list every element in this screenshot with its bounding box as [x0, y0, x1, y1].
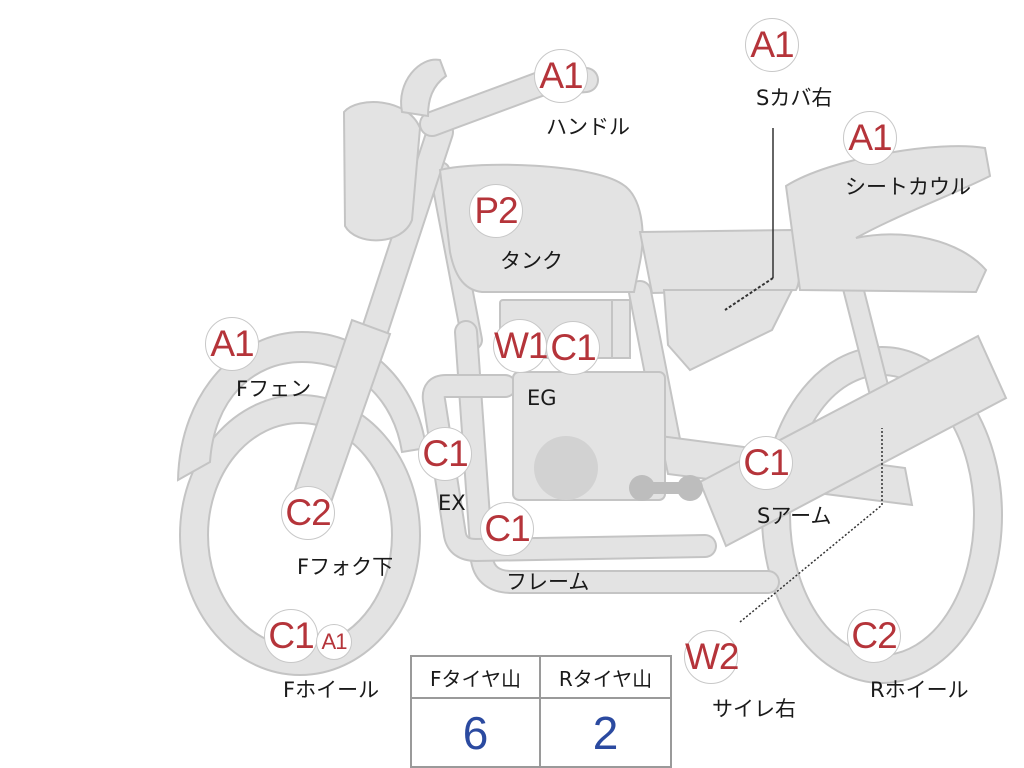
- silencer-right-label: サイレ右: [712, 697, 796, 721]
- front-wheel-grade-badge-1: C1: [264, 609, 318, 663]
- rear-wheel-shape: [760, 346, 1004, 684]
- handle-grade-badge: A1: [534, 49, 588, 103]
- side-cover-right-label: Sカバ右: [756, 86, 833, 110]
- mirror-shape: [400, 58, 448, 118]
- seat-shape: [638, 228, 802, 295]
- tire-tread-table: Fタイヤ山 Rタイヤ山 6 2: [410, 655, 672, 768]
- front-tire-value: 6: [412, 699, 541, 766]
- exhaust-grade-badge: C1: [418, 427, 472, 481]
- front-fender-label: Fフェン: [236, 377, 312, 401]
- silencer-pointer-line: [739, 428, 883, 623]
- engine-grade-badge-1: W1: [493, 319, 549, 373]
- seat-cowl-label: シートカウル: [845, 175, 971, 199]
- tank-grade-badge: P2: [469, 184, 523, 238]
- footpeg-shape: [629, 475, 703, 501]
- frame-label: フレーム: [506, 570, 590, 594]
- seat-cowl-shape: [784, 145, 992, 294]
- rear-tire-value: 2: [592, 706, 619, 759]
- headlight-shape: [342, 101, 422, 242]
- side-cover-shape: [662, 289, 794, 372]
- handle-label: ハンドル: [546, 115, 630, 139]
- frame-grade-badge: C1: [480, 502, 534, 556]
- front-tire-header: Fタイヤ山: [412, 657, 541, 699]
- silencer-right-grade-badge: W2: [684, 630, 740, 684]
- muffler-shape: [698, 334, 1008, 548]
- side-cover-right-grade-badge: A1: [745, 18, 799, 72]
- seat-cowl-grade-badge: A1: [843, 111, 897, 165]
- rear-wheel-label: Rホイール: [870, 678, 969, 702]
- front-wheel-shape: [178, 394, 422, 676]
- front-wheel-grade-badge-2: A1: [316, 624, 352, 660]
- front-wheel-label: Fホイール: [283, 678, 380, 702]
- front-fork-shape: [284, 118, 454, 530]
- engine-grade-badge-2: C1: [546, 321, 600, 375]
- engine-label: EG: [527, 386, 557, 410]
- swing-arm-grade-badge: C1: [739, 436, 793, 490]
- swing-arm-label: Sアーム: [757, 504, 832, 528]
- rear-tire-header: Rタイヤ山: [541, 657, 670, 699]
- front-fork-lower-grade-badge: C2: [281, 486, 335, 540]
- front-fender-grade-badge: A1: [205, 317, 259, 371]
- rear-wheel-grade-badge: C2: [847, 609, 901, 663]
- exhaust-label: EX: [438, 491, 466, 515]
- tank-label: タンク: [500, 249, 563, 273]
- front-fork-lower-label: Fフォク下: [297, 555, 394, 579]
